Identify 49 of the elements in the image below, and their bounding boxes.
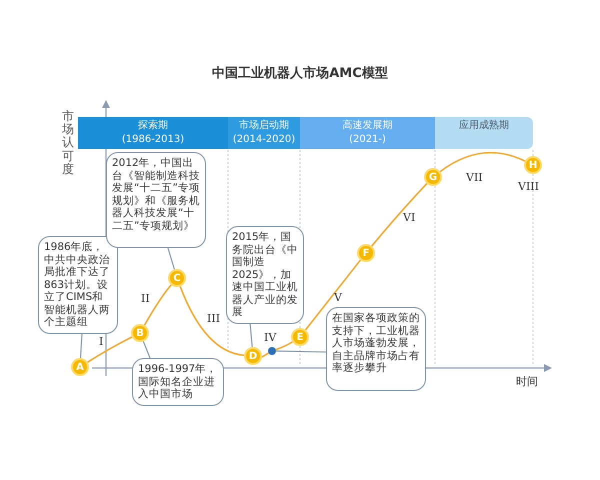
curve-segment <box>179 286 244 356</box>
leader-line <box>167 248 175 270</box>
curve-point-marker: H <box>524 156 542 174</box>
curve-point-marker: F <box>357 244 375 262</box>
stage-numeral: I <box>99 336 104 348</box>
chart-title: 中国工业机器人市场AMC模型 <box>212 66 388 81</box>
stage-numeral: VIII <box>518 181 539 193</box>
curve-point-marker: C <box>168 269 186 287</box>
phase-years: (1986-2013) <box>120 133 186 147</box>
curve-point-marker: D <box>244 347 262 365</box>
curve-segment <box>276 341 293 350</box>
phase-name: 市场启动期 <box>239 119 289 133</box>
curve-point-marker: E <box>291 328 309 346</box>
callout-box: 2012年，中国出台《智能制造科技发展“十二五”专项规划》和《服务机器人科技发展“十二五”专项规划》 <box>106 152 206 248</box>
curve-segment <box>262 352 269 358</box>
stage-numeral: VII <box>466 172 483 184</box>
curve-segment <box>371 183 428 247</box>
phase-name: 高速发展期 <box>342 119 392 133</box>
stage-numeral: V <box>334 292 342 304</box>
callout-box: 1986年底，中共中央政治局批准下达了863计划。设立了CIMS和智能机器人两个主题组 <box>38 236 118 334</box>
curve-segment <box>87 336 132 363</box>
phase-name: 应用成熟期 <box>459 119 509 133</box>
phase-years: (2021-) <box>348 133 387 147</box>
leader-line <box>249 322 253 348</box>
callout-box: 在国家各项政策的支持下，工业机器人市场蓬勃发展，自主品牌市场占有率逐步攀升 <box>326 307 426 391</box>
curve-point-marker: B <box>131 324 149 342</box>
axis-label: 时间 <box>516 376 538 388</box>
curve-segment <box>440 152 526 172</box>
phase-name: 探索期 <box>138 119 168 133</box>
leader-line <box>80 332 83 358</box>
phase-band <box>300 117 435 149</box>
stage-numeral: III <box>207 313 220 325</box>
phase-years: (2014-2020) <box>232 133 296 147</box>
curve-segment <box>144 284 172 326</box>
curve-point-marker: A <box>71 358 89 376</box>
phase-band <box>78 117 228 149</box>
callout-box: 1996-1997年，国际知名企业进入中国市场 <box>132 358 224 406</box>
leader-line <box>142 341 151 358</box>
stage-numeral: II <box>141 293 150 305</box>
stage-numeral: IV <box>264 332 276 344</box>
leader-line <box>276 350 326 353</box>
callout-box: 2015年，国务院出台《中国制造2025》，加速中国工业机器人产业的发展 <box>226 226 304 324</box>
phase-band <box>435 117 533 149</box>
curve-point-dot <box>268 347 276 355</box>
curve-segment <box>304 260 362 330</box>
axis-label: 市场认可度 <box>62 110 74 176</box>
stage-numeral: VI <box>403 212 416 224</box>
phase-band <box>228 117 300 149</box>
curve-point-marker: G <box>424 168 442 186</box>
